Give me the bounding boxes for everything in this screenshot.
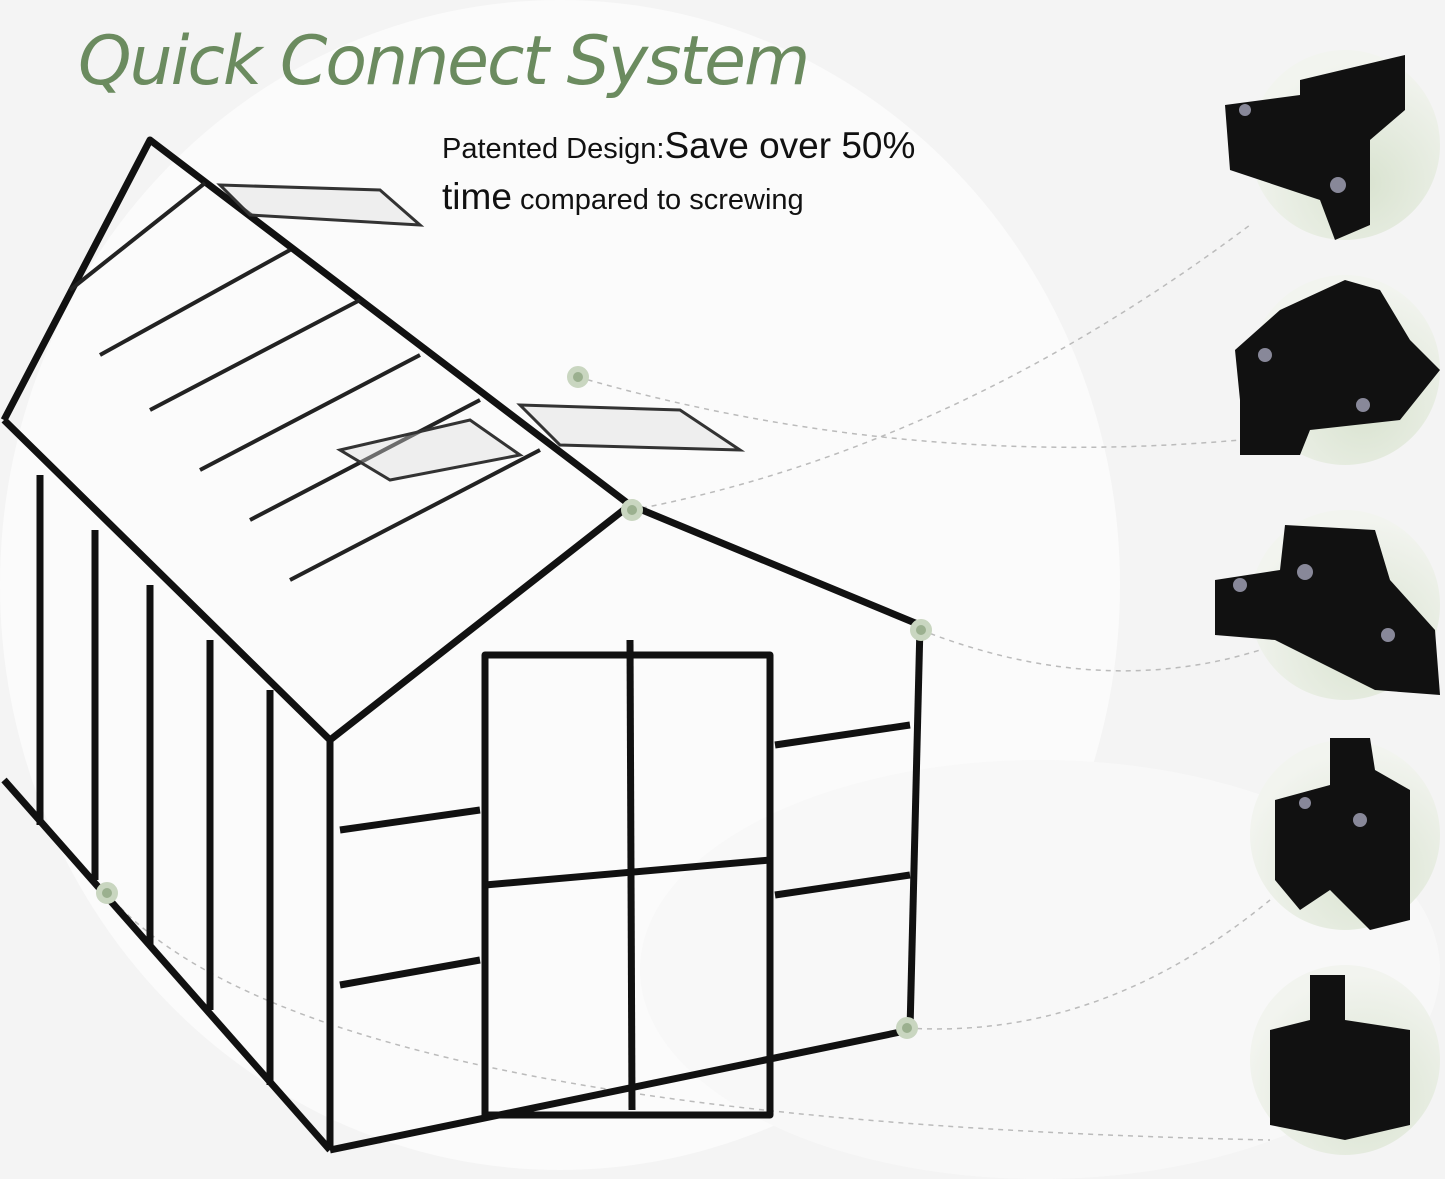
connection-dot xyxy=(621,499,643,521)
leader-line xyxy=(631,224,1251,511)
subtitle: Patented Design:Save over 50% time compa… xyxy=(442,122,1042,224)
connection-dot xyxy=(910,619,932,641)
connection-dot xyxy=(896,1017,918,1039)
roof-vent xyxy=(336,418,524,482)
connector-parts xyxy=(1215,55,1440,1140)
cross-connector xyxy=(1235,280,1440,455)
connection-dot xyxy=(567,366,589,388)
leader-lines xyxy=(106,224,1271,1141)
leader-line xyxy=(906,899,1271,1030)
base-connector xyxy=(1270,975,1410,1140)
subtitle-prefix: Patented Design: xyxy=(442,133,665,165)
greenhouse-frame xyxy=(0,136,924,1154)
side-tee-connector xyxy=(1275,738,1410,930)
subtitle-highlight-2: time xyxy=(442,176,512,217)
subtitle-highlight: Save over 50% xyxy=(664,125,916,166)
subtitle-suffix: compared to screwing xyxy=(511,184,804,216)
roof-vent xyxy=(216,183,425,227)
roof-rafters xyxy=(68,181,541,582)
corner-connector-top xyxy=(1225,55,1405,240)
leader-line xyxy=(577,376,1241,449)
roof-vent xyxy=(516,403,746,452)
leader-line xyxy=(920,629,1261,672)
page-title: Quick Connect System xyxy=(78,22,810,101)
connection-dots xyxy=(96,366,932,1039)
roof-vents xyxy=(216,183,746,482)
leader-line xyxy=(106,892,1271,1141)
connection-dot xyxy=(96,882,118,904)
tee-corner-connector xyxy=(1215,525,1440,695)
